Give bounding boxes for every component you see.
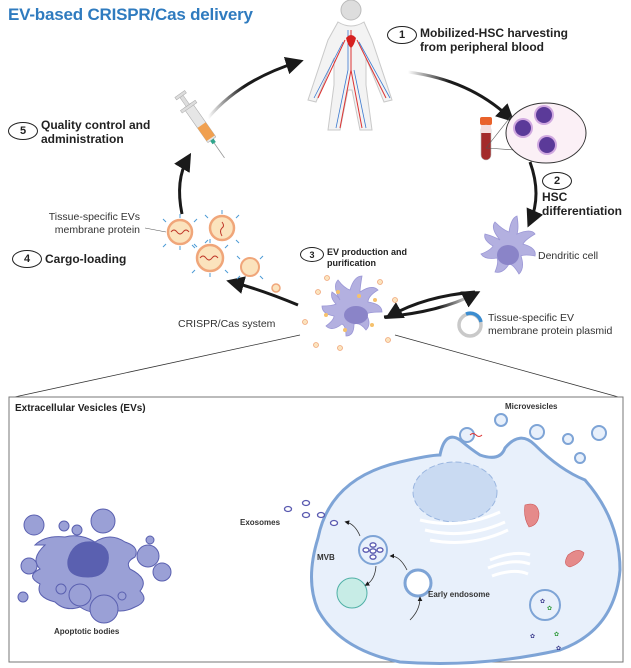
ev-protein-label: Tissue-specific EVs membrane protein [48, 211, 140, 237]
plasmid-label-line2: membrane protein plasmid [488, 325, 613, 337]
plasmid-icon [457, 311, 483, 338]
ev-protein-label-line2: membrane protein [54, 224, 140, 236]
step-4-number: 4 [12, 250, 42, 268]
exosomes-icon [283, 499, 339, 527]
step-4: 4 Cargo-loading [12, 250, 126, 268]
ev-producer-cell-icon [302, 275, 398, 351]
svg-text:✿: ✿ [530, 633, 535, 640]
early-endosome-label: Early endosome [428, 590, 490, 599]
svg-text:✿: ✿ [554, 631, 559, 638]
step-1-label-line1: Mobilized-HSC harvesting [420, 26, 569, 40]
step-2-label-line2: differentiation [542, 204, 622, 218]
step-5-label: Quality control and administration [41, 118, 150, 146]
ev-secreting-cell-icon: ✿ ✿ ✿ ✿ ✿ [310, 435, 622, 665]
microvesicles-icon [459, 413, 607, 464]
step-3-label-line2: purification [327, 258, 376, 268]
page-title: EV-based CRISPR/Cas delivery [8, 5, 253, 24]
step-4-label: Cargo-loading [45, 252, 127, 266]
projection-line-left [9, 334, 301, 399]
step-3-label-line1: EV production and [327, 247, 407, 257]
step-3-number: 3 [300, 247, 324, 262]
step-3-label: EV production and purification [327, 247, 407, 269]
step-5-label-line1: Quality control and [41, 118, 151, 132]
step-2: 2 HSC differentiation [542, 172, 622, 218]
human-body-icon [307, 0, 393, 131]
svg-text:✿: ✿ [547, 605, 552, 612]
projection-line-right [394, 334, 623, 399]
blood-tube-icon [480, 114, 516, 161]
plasmid-label: Tissue-specific EV membrane protein plas… [488, 312, 612, 338]
step-1: 1 Mobilized-HSC harvesting from peripher… [387, 26, 568, 54]
step-2-label-line1: HSC [542, 190, 568, 204]
hsc-magnified-icon [505, 102, 587, 164]
arrow-step5 [174, 152, 192, 215]
dendritic-cell-label: Dendritic cell [538, 250, 599, 262]
svg-text:✿: ✿ [556, 645, 561, 652]
svg-text:✿: ✿ [540, 598, 545, 605]
arrow-step2 [526, 161, 544, 228]
dendritic-cell-icon [480, 215, 536, 275]
inset-title: Extracellular Vesicles (EVs) [15, 403, 146, 414]
ev-protein-label-line1: Tissue-specific EVs [48, 211, 140, 223]
syringe-icon [174, 90, 225, 159]
step-5: 5 Quality control and administration [8, 118, 150, 146]
step-1-label-line2: from peripheral blood [420, 40, 545, 54]
apoptotic-bodies-label: Apoptotic bodies [54, 627, 120, 636]
step-2-number: 2 [542, 172, 572, 190]
arrow-to-producer [384, 290, 476, 319]
mvb-label: MVB [317, 553, 335, 562]
step-1-number: 1 [387, 26, 417, 44]
exosomes-label: Exosomes [240, 518, 281, 527]
step-3: 3 EV production and purification [300, 247, 407, 269]
step-1-label: Mobilized-HSC harvesting from peripheral… [420, 26, 568, 54]
step-2-label: HSC differentiation [542, 190, 622, 218]
microvesicles-label: Microvesicles [505, 402, 558, 411]
apoptotic-bodies-icon [17, 508, 172, 624]
plasmid-label-line1: Tissue-specific EV [488, 312, 574, 324]
crispr-label: CRISPR/Cas system [178, 318, 276, 330]
arrow-step1 [407, 70, 515, 123]
step-5-label-line2: administration [41, 132, 124, 146]
arrow-step4 [226, 276, 299, 307]
arrow-to-patient [206, 56, 304, 119]
step-5-number: 5 [8, 122, 38, 140]
loaded-evs-icon [144, 210, 281, 293]
